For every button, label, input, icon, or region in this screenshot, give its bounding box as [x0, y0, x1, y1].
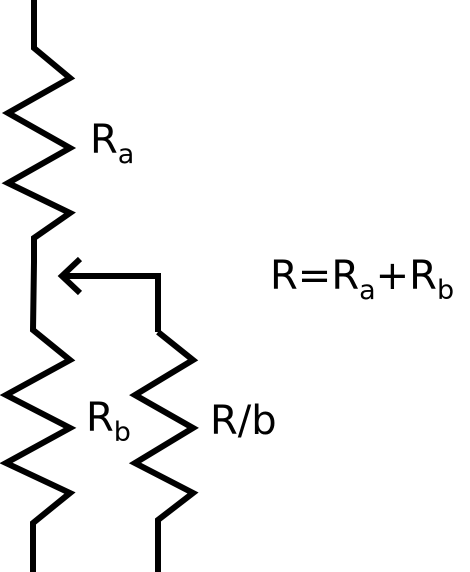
resistor-r-over-b-zigzag [128, 329, 199, 572]
label-r-over-b: R/b [210, 398, 277, 444]
resistor-rb-zigzag [0, 261, 77, 572]
label-ra: Ra [90, 117, 135, 170]
wiper-lead [62, 273, 161, 332]
label-rb: Rb [86, 395, 131, 448]
equation-r-equals-ra-plus-rb: R=Ra+Rb [270, 253, 455, 306]
resistor-ra-zigzag [1, 0, 77, 262]
wiper-arrowhead [57, 256, 83, 296]
